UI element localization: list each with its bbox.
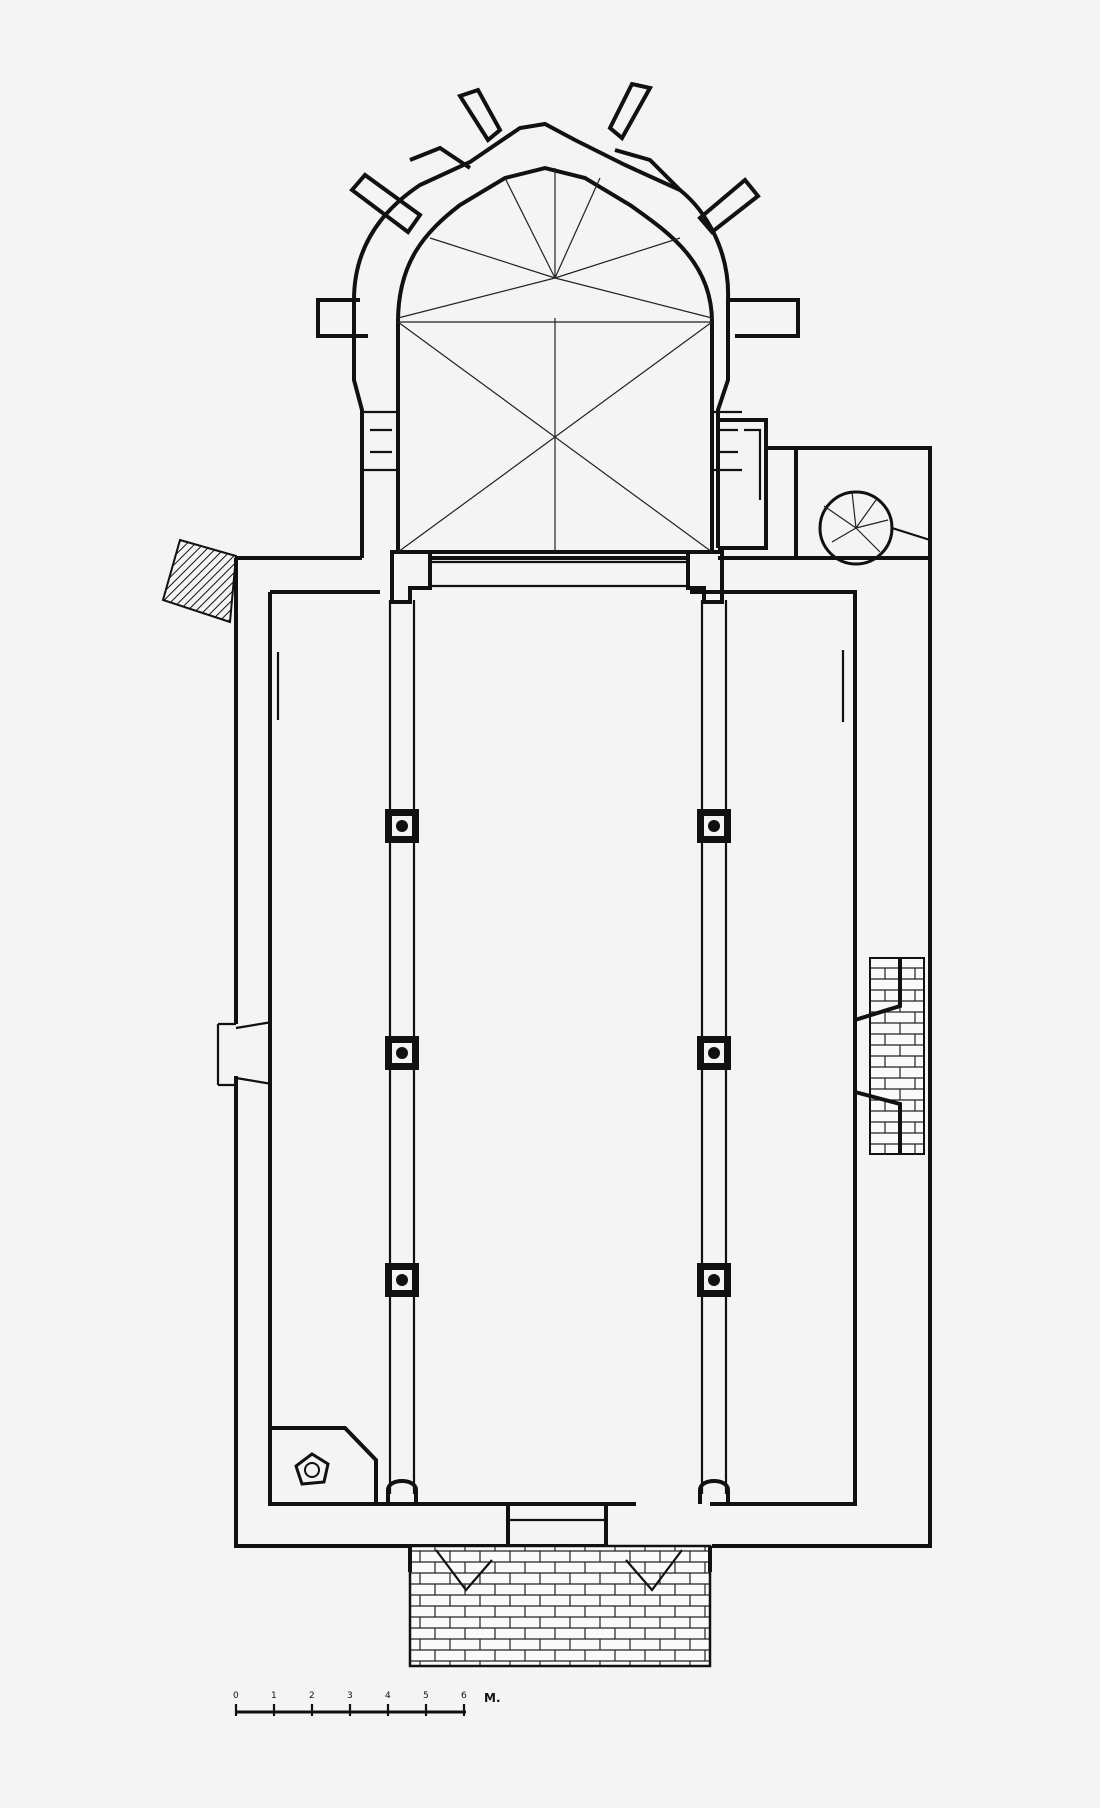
vault-ribs <box>397 168 713 553</box>
hatched-wall-fragment <box>161 538 238 624</box>
pier-right-1 <box>697 809 731 843</box>
west-porch <box>408 1504 712 1668</box>
scale-tick-1: 1 <box>271 1691 277 1701</box>
apse-buttresses <box>316 81 800 338</box>
respond-right <box>698 1479 730 1504</box>
pier-left-2 <box>385 1036 419 1070</box>
spiral-stair <box>818 490 931 566</box>
scale-tick-4: 4 <box>385 1691 391 1701</box>
scale-tick-2: 2 <box>309 1691 315 1701</box>
pier-left-1 <box>385 809 419 843</box>
apse-walls <box>352 121 731 558</box>
side-portal <box>854 957 925 1155</box>
scale-tick-3: 3 <box>347 1691 353 1701</box>
scale-tick-5: 5 <box>423 1691 429 1701</box>
scale-tick-0: 0 <box>233 1691 239 1701</box>
pier-right-2 <box>697 1036 731 1070</box>
pier-right-3 <box>697 1263 731 1297</box>
chancel-windows <box>362 410 742 472</box>
nave-outer-wall <box>216 556 932 1548</box>
pier-left-3 <box>385 1263 419 1297</box>
scale-bar: 0 1 2 3 4 5 6 M. <box>233 1691 501 1716</box>
choir-arch <box>390 550 724 604</box>
sacristy-annex <box>718 418 932 596</box>
scale-tick-6: 6 <box>461 1691 467 1701</box>
scale-unit-label: M. <box>484 1691 501 1705</box>
respond-left <box>386 1479 418 1504</box>
baptismal-font <box>268 1426 378 1506</box>
